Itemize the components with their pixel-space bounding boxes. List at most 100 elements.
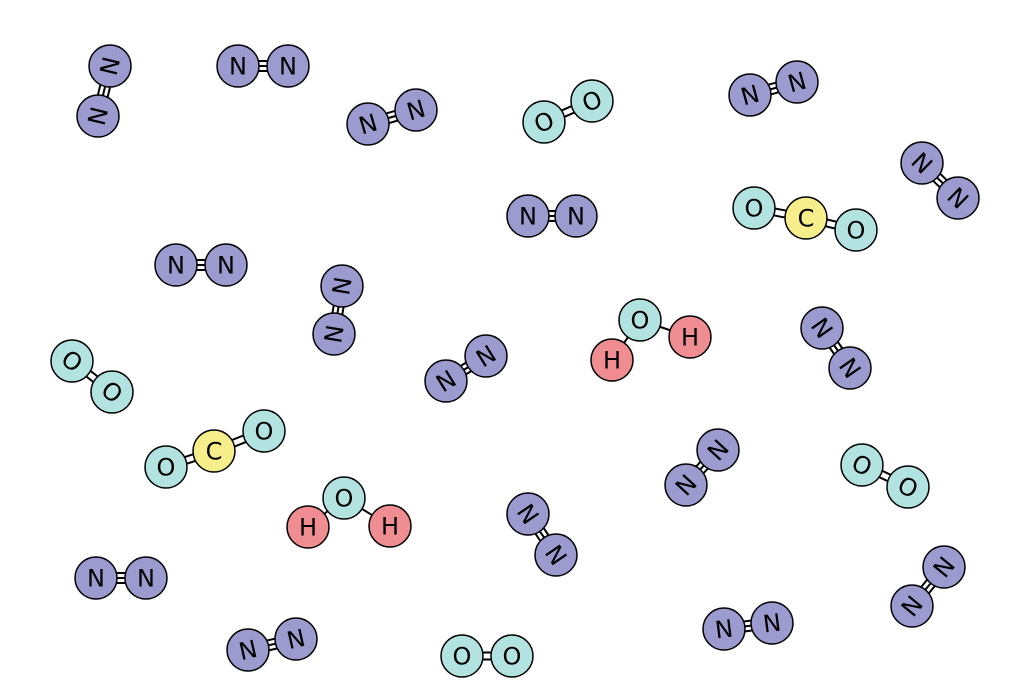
- molecule-o2: OO: [50, 339, 134, 414]
- atom-label: H: [603, 347, 621, 375]
- atom-label: N: [284, 624, 308, 655]
- atom-n: [890, 584, 934, 628]
- atom-n: [828, 346, 872, 390]
- atom-n: [76, 94, 120, 138]
- atom-o: [886, 465, 930, 509]
- atom-label: N: [713, 614, 734, 644]
- atom-n: [506, 492, 550, 536]
- atom-n: [124, 556, 168, 600]
- molecule-n2: NN: [424, 334, 508, 403]
- atom-label: N: [229, 53, 247, 81]
- atom-n: [320, 264, 364, 308]
- atom-o: [490, 634, 534, 678]
- atom-o: [840, 443, 884, 487]
- atom-n: [936, 176, 980, 220]
- atom-n: [900, 141, 944, 185]
- atom-label: N: [327, 275, 358, 297]
- atom-n: [922, 545, 966, 589]
- atom-label: O: [631, 307, 650, 335]
- atom-n: [506, 194, 550, 238]
- atom-h: [668, 315, 712, 359]
- atom-h: [368, 504, 412, 548]
- atom-o: [570, 79, 614, 123]
- atom-h: [590, 338, 634, 382]
- atom-label: O: [335, 485, 354, 513]
- atom-n: [750, 601, 794, 645]
- atom-label: N: [519, 203, 537, 231]
- molecule-n2: NN: [76, 44, 132, 138]
- atom-n: [74, 556, 118, 600]
- atom-n: [204, 243, 248, 287]
- molecule-n2: NN: [506, 492, 578, 577]
- atom-o: [440, 634, 484, 678]
- atom-n: [312, 312, 356, 356]
- atom-label: N: [137, 565, 155, 593]
- molecule-n2: NN: [900, 141, 980, 220]
- atom-o: [522, 100, 566, 144]
- atom-label: N: [217, 252, 235, 280]
- atom-label: N: [319, 323, 350, 345]
- atom-c: [192, 429, 236, 473]
- atom-label: O: [255, 418, 274, 446]
- atom-n: [534, 533, 578, 577]
- atom-o: [50, 339, 94, 383]
- atom-n: [424, 359, 468, 403]
- atom-label: O: [503, 643, 522, 671]
- molecule-n2: NN: [890, 545, 966, 628]
- atom-n: [154, 243, 198, 287]
- atom-n: [664, 463, 708, 507]
- atom-o: [322, 476, 366, 520]
- atom-label: N: [761, 608, 782, 638]
- atom-label: N: [567, 203, 585, 231]
- atom-n: [266, 44, 310, 88]
- atom-label: H: [681, 324, 699, 352]
- atom-label: N: [83, 104, 114, 128]
- atom-n: [216, 44, 260, 88]
- molecule-n2: NN: [312, 264, 364, 356]
- atom-n: [775, 60, 819, 104]
- atom-o: [834, 208, 878, 252]
- atom-n: [728, 73, 772, 117]
- atom-label: C: [206, 438, 223, 466]
- molecule-o2: OO: [840, 443, 930, 509]
- atom-label: N: [279, 53, 297, 81]
- atom-label: H: [381, 513, 399, 541]
- atom-n: [702, 607, 746, 651]
- atom-n: [394, 88, 438, 132]
- atom-n: [554, 194, 598, 238]
- atom-o: [732, 186, 776, 230]
- atom-label: O: [453, 643, 472, 671]
- atom-o: [618, 298, 662, 342]
- atom-label: O: [157, 454, 176, 482]
- atom-o: [242, 409, 286, 453]
- atom-label: N: [87, 565, 105, 593]
- atom-n: [346, 102, 390, 146]
- atom-o: [90, 370, 134, 414]
- molecule-n2: NN: [664, 428, 740, 507]
- molecule-o2: OO: [522, 79, 614, 144]
- atom-o: [144, 445, 188, 489]
- atom-h: [286, 505, 330, 549]
- atom-n: [226, 628, 270, 672]
- atom-n: [800, 306, 844, 350]
- atom-n: [464, 334, 508, 378]
- atom-label: H: [299, 514, 317, 542]
- atom-label: C: [798, 205, 815, 233]
- atom-label: O: [745, 195, 764, 223]
- molecule-h2o: HOH: [286, 476, 412, 549]
- atom-label: N: [95, 54, 126, 78]
- atom-n: [88, 44, 132, 88]
- molecule-co2: O C O: [144, 409, 286, 489]
- molecule-n2: NN: [800, 306, 872, 390]
